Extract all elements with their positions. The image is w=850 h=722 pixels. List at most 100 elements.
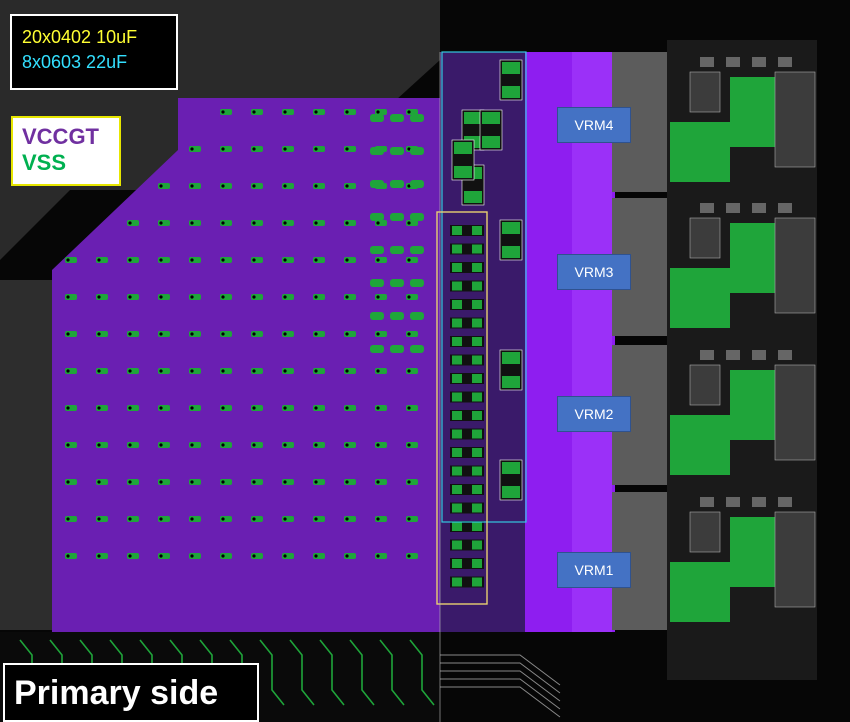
cap-0402-body	[450, 225, 484, 236]
vss-via-pad	[370, 345, 384, 353]
cap-0402-body	[450, 539, 484, 551]
vss-via-pad	[410, 147, 424, 155]
routing-trace	[440, 678, 561, 710]
via-drill	[376, 295, 380, 299]
via-drill	[407, 554, 411, 558]
cap-0402-pad	[452, 411, 462, 420]
via-drill	[376, 258, 380, 262]
via-drill	[314, 554, 318, 558]
cap-0402-body	[450, 558, 484, 569]
via-drill	[283, 517, 287, 521]
via-drill	[252, 184, 256, 188]
via-drill	[252, 480, 256, 484]
via-drill	[159, 554, 163, 558]
cap-0402-body	[450, 428, 484, 440]
routing-trace	[440, 670, 561, 702]
via-drill	[66, 443, 70, 447]
via-drill	[190, 517, 194, 521]
cap-0402-pad	[452, 300, 462, 309]
via-drill	[97, 406, 101, 410]
cap-0402-body	[450, 317, 484, 329]
small-component	[752, 497, 766, 507]
vss-via-pad	[410, 114, 424, 122]
via-drill	[221, 480, 225, 484]
via-drill	[66, 295, 70, 299]
cap-0402-pad	[452, 540, 462, 550]
vrm1-label: VRM1	[557, 552, 631, 588]
via-drill	[283, 184, 287, 188]
via-drill	[376, 221, 380, 225]
via-drill	[128, 554, 132, 558]
cap-0402-pad	[452, 503, 462, 513]
power-stage-ic	[689, 217, 721, 259]
cap-0402-pad	[472, 448, 482, 457]
via-drill	[283, 406, 287, 410]
small-component	[778, 57, 792, 67]
via-drill	[407, 406, 411, 410]
cap-0402-pad	[452, 355, 462, 365]
via-drill	[159, 221, 163, 225]
cap-0603-pad	[502, 246, 520, 258]
via-drill	[314, 517, 318, 521]
cap-0603-pad	[464, 112, 482, 124]
vccgt-plane	[52, 98, 440, 632]
via-drill	[66, 332, 70, 336]
cap-0402-body	[450, 447, 484, 458]
via-drill	[97, 332, 101, 336]
via-drill	[252, 517, 256, 521]
small-component	[778, 203, 792, 213]
power-stage-module	[774, 217, 816, 314]
via-drill	[190, 221, 194, 225]
capacitor-legend: 20x0402 10uF 8x0603 22uF	[10, 14, 178, 90]
cap-0402-body	[450, 502, 484, 514]
cap-0402-pad	[452, 485, 462, 494]
cap-0402-body	[450, 521, 484, 532]
vss-via-pad	[370, 147, 384, 155]
via-drill	[221, 258, 225, 262]
vrm-power-stage-components	[670, 57, 816, 622]
cap-0603-group-outline	[441, 51, 527, 523]
small-component	[752, 203, 766, 213]
via-drill	[345, 147, 349, 151]
net-legend: VCCGT VSS	[11, 116, 121, 186]
via-drill	[376, 406, 380, 410]
routing-trace	[319, 639, 345, 706]
cap-0603-pad	[502, 462, 520, 474]
via-drill	[252, 295, 256, 299]
routing-trace	[440, 662, 561, 694]
via-drill	[345, 369, 349, 373]
via-drill	[221, 369, 225, 373]
vss-via-pad	[370, 279, 384, 287]
via-array	[65, 109, 424, 559]
via-drill	[345, 443, 349, 447]
vss-via-pad	[410, 279, 424, 287]
vss-via-pad	[370, 114, 384, 122]
vss-via-pad	[410, 213, 424, 221]
routing-trace	[440, 654, 561, 686]
via-drill	[407, 221, 411, 225]
power-stage-module	[774, 511, 816, 608]
via-drill	[407, 443, 411, 447]
cap-0402-pad	[472, 374, 482, 383]
cap-0402-pad	[472, 540, 482, 550]
vss-copper-pour	[730, 223, 775, 293]
via-drill	[128, 221, 132, 225]
via-drill	[221, 554, 225, 558]
cap-0402-pad	[472, 485, 482, 494]
vss-via-pad	[410, 312, 424, 320]
vss-via-pad	[370, 246, 384, 254]
via-drill	[221, 184, 225, 188]
via-drill	[97, 480, 101, 484]
small-component	[752, 350, 766, 360]
vss-via-pad	[390, 279, 404, 287]
via-drill	[252, 369, 256, 373]
cap-0402-pad	[472, 355, 482, 365]
cap-0402-pad	[472, 429, 482, 439]
via-drill	[314, 480, 318, 484]
via-drill	[407, 517, 411, 521]
via-drill	[345, 258, 349, 262]
via-drill	[345, 221, 349, 225]
vss-copper-pour	[670, 268, 730, 328]
power-stage-ic	[689, 511, 721, 553]
